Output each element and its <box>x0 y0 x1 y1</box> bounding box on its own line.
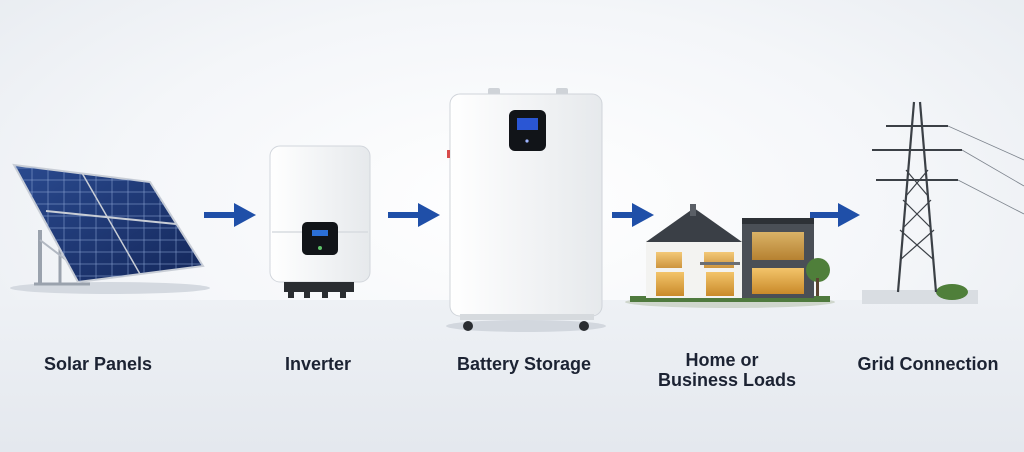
step-label-home-line2: Business Loads <box>657 370 797 390</box>
arrow-right-icon <box>204 203 256 227</box>
solar-panel-illustration <box>10 163 210 294</box>
step-label-battery-storage: Battery Storage <box>456 354 592 374</box>
battery-illustration <box>446 88 606 332</box>
arrow-right-icon <box>388 203 440 227</box>
arrow-right-icon <box>612 203 654 227</box>
inverter-illustration <box>269 145 371 298</box>
house-illustration <box>625 204 835 308</box>
tower-illustration <box>862 101 1024 304</box>
step-label-inverter: Inverter <box>284 354 352 374</box>
arrow-right-icon <box>810 203 860 227</box>
step-label-solar-panels: Solar Panels <box>43 354 153 374</box>
step-label-home-line1: Home or <box>685 350 759 370</box>
step-label-grid-connection: Grid Connection <box>857 354 999 374</box>
